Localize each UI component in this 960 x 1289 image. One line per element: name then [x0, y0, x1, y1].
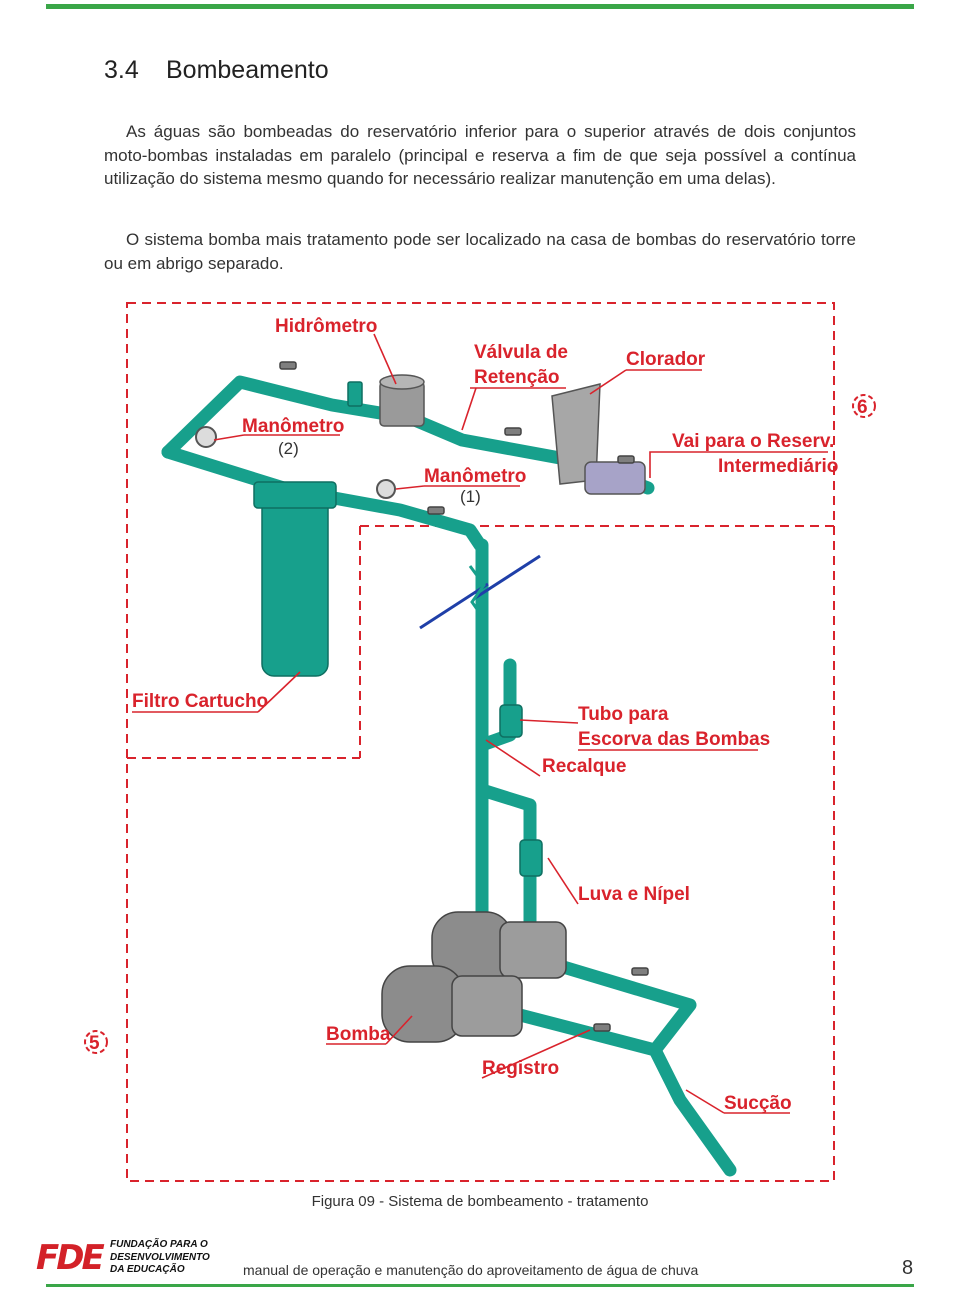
paragraph-1: As águas são bombeadas do reservatório i…	[104, 122, 856, 188]
section-number: 3.4	[104, 56, 139, 84]
label-clorador: Clorador	[626, 349, 706, 370]
marker-5: 5	[84, 1030, 108, 1054]
label-manometro-2: Manômetro	[242, 416, 344, 437]
section-title: Bombeamento	[166, 56, 329, 84]
label-manometro-1: Manômetro	[424, 466, 526, 487]
filter-cartridge	[253, 481, 337, 677]
pipe-break-mark	[419, 554, 541, 630]
paragraph-2: O sistema bomba mais tratamento pode ser…	[104, 230, 856, 273]
label-vai-para-1: Vai para o Reserv.	[672, 431, 834, 452]
logo-line-1: FUNDAÇÃO PARA O	[110, 1239, 208, 1250]
top-rule	[46, 4, 914, 9]
label-valvula-2: Retenção	[474, 367, 560, 388]
bottom-rule	[46, 1284, 914, 1287]
pump-2	[381, 965, 523, 1043]
manometer-2-gauge	[195, 426, 217, 448]
label-registro: Registro	[482, 1058, 559, 1079]
fde-logo: FDE FUNDAÇÃO PARA O DESENVOLVIMENTO DA E…	[36, 1238, 216, 1278]
pump-1	[431, 911, 567, 983]
pipe-network	[161, 375, 737, 1177]
marker-6: 6	[852, 394, 876, 418]
logo-letters: FDE	[36, 1238, 105, 1278]
label-vai-para-2: Intermediário	[718, 456, 838, 477]
label-filtro-cartucho: Filtro Cartucho	[132, 691, 268, 712]
label-bomba: Bomba	[326, 1024, 391, 1045]
label-manometro-1-number: (1)	[460, 487, 481, 506]
label-luva-nipel: Luva e Nípel	[578, 884, 690, 905]
label-recalque: Recalque	[542, 756, 626, 777]
logo-line-2: DESENVOLVIMENTO	[110, 1251, 210, 1263]
logo-line-3: DA EDUCAÇÃO	[110, 1264, 185, 1275]
manometer-1-gauge	[376, 479, 396, 499]
water-meter	[379, 374, 425, 427]
label-tubo-2: Escorva das Bombas	[578, 729, 770, 750]
label-hidrometro: Hidrômetro	[275, 316, 377, 337]
marker-5-text: 5	[89, 1033, 100, 1054]
leader-lines	[132, 333, 828, 1114]
label-succao: Sucção	[724, 1093, 792, 1114]
section-heading: 3.4 Bombeamento	[104, 56, 329, 85]
page-number: 8	[902, 1257, 914, 1279]
label-manometro-2-number: (2)	[278, 439, 299, 458]
marker-6-text: 6	[857, 397, 868, 418]
logo-subtitle: FUNDAÇÃO PARA O DESENVOLVIMENTO DA EDUCA…	[110, 1239, 210, 1277]
label-tubo-1: Tubo para	[578, 704, 669, 725]
label-valvula-1: Válvula de	[474, 342, 568, 363]
figure-caption: Figura 09 - Sistema de bombeamento - tra…	[311, 1193, 649, 1210]
chlorinator	[551, 383, 646, 495]
footer-text: manual de operação e manutenção do aprov…	[243, 1262, 699, 1278]
valves	[279, 361, 649, 1032]
